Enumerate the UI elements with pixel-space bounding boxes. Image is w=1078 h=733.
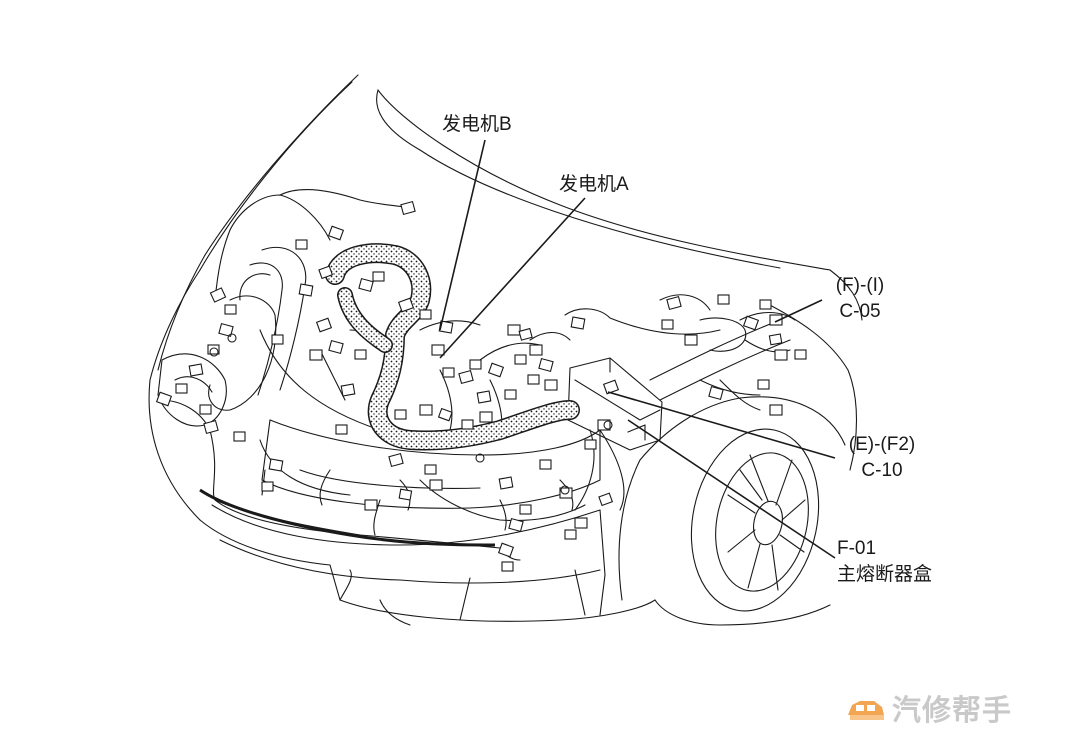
label-f-i: (F)-(I) (835, 275, 885, 296)
engine-block (269, 419, 601, 456)
hood-outline (377, 89, 831, 271)
headlight (157, 353, 227, 427)
left-fender (148, 269, 201, 521)
leader-generator-b (439, 139, 486, 331)
leader-c05 (774, 299, 823, 323)
ground-terminals (209, 333, 613, 495)
label-c05: C-05 (839, 301, 881, 322)
leader-generator-a (439, 197, 586, 359)
leader-c10 (607, 391, 836, 459)
leader-f01 (627, 419, 836, 559)
connectors (155, 200, 807, 572)
harness-main (159, 399, 501, 549)
label-generator-a: 发电机A (559, 174, 629, 195)
label-main-fuse-box: 主熔断器盒 (837, 564, 933, 585)
front-bumper (211, 504, 601, 546)
label-e-f2: (E)-(F2) (848, 434, 916, 455)
front-wheel (690, 428, 820, 612)
watermark-text: 汽修帮手 (892, 693, 1013, 727)
label-f01: F-01 (837, 538, 877, 559)
label-generator-b: 发电机B (442, 114, 512, 135)
leader-lines (439, 139, 836, 559)
watermark-logo: 汽修帮手 (846, 690, 1013, 727)
label-c10: C-10 (861, 460, 903, 481)
car-logo-icon (848, 701, 884, 720)
